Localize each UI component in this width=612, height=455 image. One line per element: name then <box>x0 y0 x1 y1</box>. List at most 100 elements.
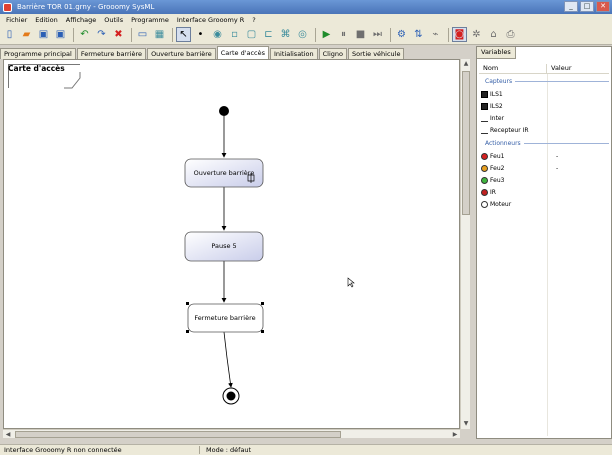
toolbar-separator <box>315 27 316 42</box>
status-mode: Mode : défaut <box>206 446 252 454</box>
variable-row[interactable]: Feu2- <box>481 163 609 173</box>
orange-light-icon <box>481 164 488 172</box>
column-divider <box>547 74 548 436</box>
program-view-icon[interactable]: ▭ <box>137 28 148 40</box>
app-icon <box>3 2 12 12</box>
variable-name: Inter <box>490 114 505 122</box>
variable-group[interactable]: Actionneurs <box>485 140 609 147</box>
variable-row[interactable]: Feu3 <box>481 175 609 185</box>
menu-affichage[interactable]: Affichage <box>65 15 97 24</box>
initial-node[interactable] <box>219 106 229 116</box>
selection-handle[interactable] <box>261 302 264 305</box>
redo-icon[interactable]: ↷ <box>97 28 106 40</box>
tab-1[interactable]: Fermeture barrière <box>76 48 147 59</box>
motor-icon <box>481 200 488 208</box>
minimize-button[interactable]: _ <box>564 1 578 12</box>
group-rule <box>523 143 609 144</box>
menu-edition[interactable]: Edition <box>35 15 58 24</box>
scroll-left-icon[interactable]: ◀ <box>5 431 11 438</box>
tab-2[interactable]: Ouverture barrière <box>147 48 216 59</box>
cable-icon[interactable]: ⌁ <box>432 28 439 40</box>
horizontal-scroll-thumb[interactable] <box>15 431 341 438</box>
grid-icon[interactable]: ▦ <box>154 28 165 40</box>
transition-fermeture-to-final[interactable] <box>223 331 233 388</box>
menu-programme[interactable]: Programme <box>131 15 169 24</box>
menu-interface[interactable]: Interface Grooomy R <box>176 15 245 24</box>
tab-4[interactable]: Initialisation <box>270 48 318 59</box>
variables-header: Nom Valeur <box>479 64 609 74</box>
tab-6[interactable]: Sortie véhicule <box>348 48 405 59</box>
menu-fichier[interactable]: Fichier <box>6 15 28 24</box>
diagram-canvas[interactable]: Carte d'accès Ouverture barrière Pause 5… <box>3 59 460 429</box>
alert-icon[interactable]: ◙ <box>452 27 467 42</box>
scroll-up-icon[interactable]: ▲ <box>463 60 469 67</box>
fork-icon[interactable]: ⊏ <box>264 28 273 40</box>
scroll-right-icon[interactable]: ▶ <box>452 431 458 438</box>
play-icon[interactable]: ▶ <box>322 28 331 40</box>
composite-state-icon[interactable]: ▢ <box>246 28 257 40</box>
selection-handle[interactable] <box>186 330 189 333</box>
selection-handle[interactable] <box>261 330 264 333</box>
pause-icon[interactable]: ⏸ <box>341 28 346 40</box>
robot-icon[interactable]: ⚙ <box>397 28 406 40</box>
transfer-icon[interactable]: ⇅ <box>414 28 423 40</box>
stop-icon[interactable]: ■ <box>355 28 366 40</box>
red-light-icon <box>481 152 488 160</box>
lock-icon[interactable]: ⌂ <box>490 28 497 40</box>
variable-row[interactable]: ILS1 <box>481 89 609 99</box>
status-connection: Interface Grooomy R non connectée <box>0 446 200 454</box>
selection-handle[interactable] <box>186 302 189 305</box>
mouse-cursor-icon <box>347 277 355 288</box>
tab-3[interactable]: Carte d'accès <box>216 46 270 59</box>
state-icon[interactable]: ◉ <box>213 28 222 40</box>
tab-5[interactable]: Cligno <box>318 48 348 59</box>
scroll-down-icon[interactable]: ▼ <box>463 420 469 427</box>
save-icon[interactable]: ▣ <box>38 28 49 40</box>
step-icon[interactable]: ⏭ <box>373 28 382 40</box>
status-bar: Interface Grooomy R non connectée Mode :… <box>0 444 612 455</box>
variable-group[interactable]: Capteurs <box>485 78 609 85</box>
variable-row[interactable]: IR <box>481 187 609 197</box>
tab-0[interactable]: Programme principal <box>0 48 76 59</box>
column-nom[interactable]: Nom <box>479 64 547 73</box>
sensor-icon <box>481 90 488 98</box>
column-valeur[interactable]: Valeur <box>551 64 572 72</box>
new-icon[interactable]: ▯ <box>6 28 13 40</box>
receiver-icon <box>481 127 488 134</box>
open-icon[interactable]: ▰ <box>22 28 31 40</box>
save-all-icon[interactable]: ▣ <box>55 28 66 40</box>
variable-row[interactable]: Moteur <box>481 199 609 209</box>
print-icon[interactable]: ⎙ <box>506 28 515 40</box>
pointer-icon[interactable]: ↖ <box>176 27 191 42</box>
undo-icon[interactable]: ↶ <box>80 28 89 40</box>
vertical-scrollbar[interactable]: ▲ ▼ <box>460 59 470 429</box>
variable-name: IR <box>490 188 496 196</box>
diagram-frame <box>8 64 80 88</box>
final-state-icon[interactable]: ◎ <box>298 28 307 40</box>
toolbar-separator <box>390 27 391 42</box>
delete-icon[interactable]: ✖ <box>114 28 123 40</box>
state-label-ouverture: Ouverture barrière <box>193 169 255 177</box>
settings-icon[interactable]: ✲ <box>472 28 481 40</box>
variable-row[interactable]: Inter <box>481 113 609 123</box>
state-pause[interactable] <box>184 231 264 262</box>
variable-row[interactable]: Recepteur IR <box>481 125 609 135</box>
maximize-button[interactable]: □ <box>580 1 594 12</box>
variables-tab[interactable]: Variables <box>477 47 516 59</box>
menu-help[interactable]: ? <box>252 15 256 24</box>
switch-icon <box>481 115 488 122</box>
variable-row[interactable]: Feu1- <box>481 151 609 161</box>
group-rule <box>515 81 609 82</box>
variable-group-label: Capteurs <box>485 78 513 85</box>
menu-outils[interactable]: Outils <box>104 15 124 24</box>
state-fermeture-barriere[interactable] <box>187 303 264 333</box>
close-button[interactable]: ✕ <box>596 1 610 12</box>
variable-row[interactable]: ILS2 <box>481 101 609 111</box>
vertical-scroll-thumb[interactable] <box>462 71 470 215</box>
horizontal-scrollbar[interactable]: ◀ ▶ <box>3 429 460 438</box>
transition-icon[interactable]: ▫ <box>231 28 238 40</box>
join-icon[interactable]: ⌘ <box>280 28 291 40</box>
state-ouverture-barriere[interactable] <box>184 158 264 188</box>
initial-state-icon[interactable]: • <box>197 28 204 40</box>
